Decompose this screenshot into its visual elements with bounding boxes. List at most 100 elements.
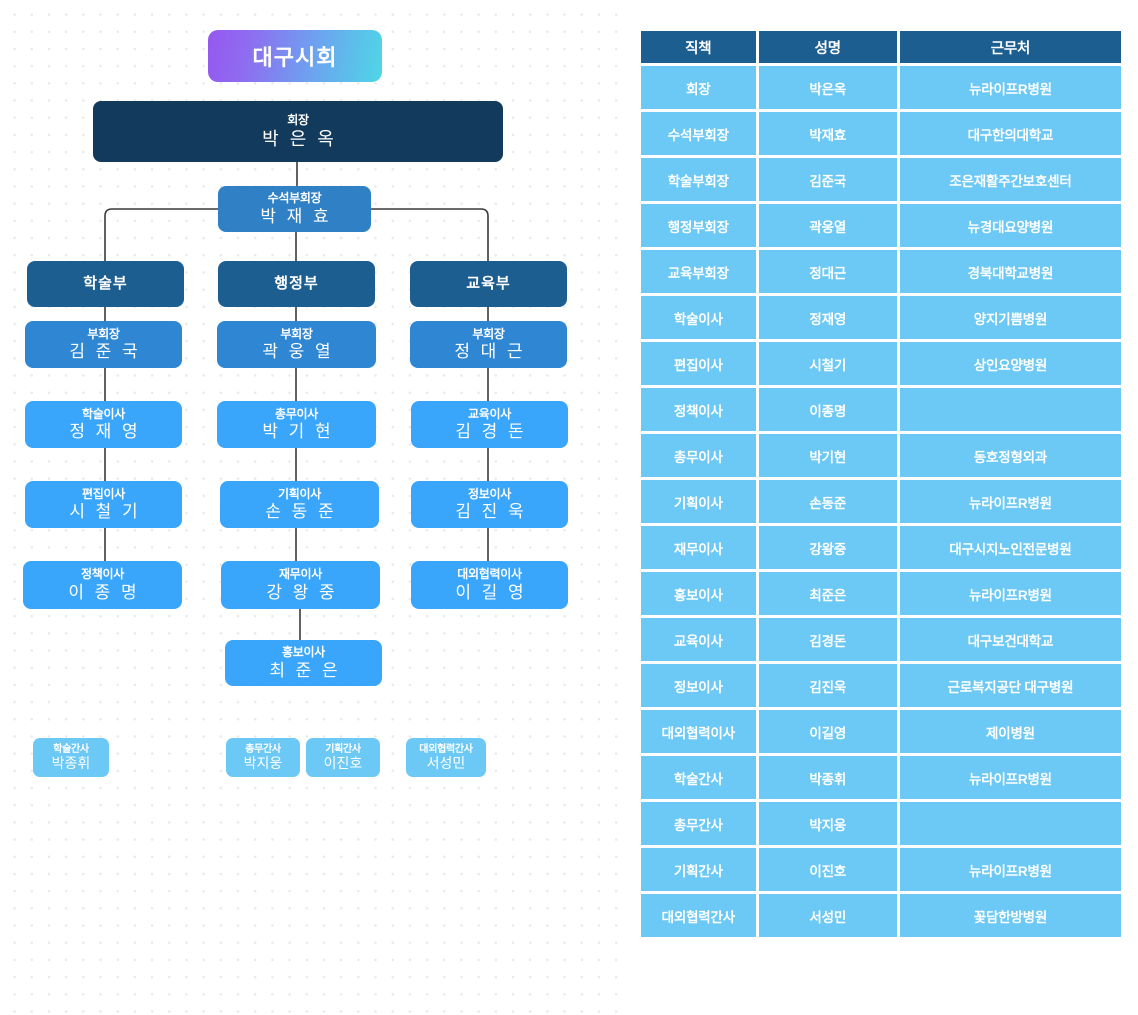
cell-name: 박종휘 bbox=[758, 756, 897, 799]
node-person: 박 재 효 bbox=[260, 206, 332, 226]
column-header-name: 성명 bbox=[758, 31, 897, 63]
node-person: 김 준 국 bbox=[69, 342, 141, 362]
node-president[interactable]: 회장 박 은 옥 bbox=[93, 101, 503, 162]
cell-name: 시철기 bbox=[758, 342, 897, 385]
node-department-education[interactable]: 교육부 bbox=[410, 261, 567, 307]
node-administration-director-3[interactable]: 재무이사 강 왕 중 bbox=[221, 561, 380, 609]
node-role: 학술간사 bbox=[53, 743, 89, 755]
cell-role: 교육이사 bbox=[641, 618, 756, 661]
cell-role: 수석부회장 bbox=[641, 112, 756, 155]
node-role: 부회장 bbox=[87, 326, 120, 341]
cell-name: 곽웅열 bbox=[758, 204, 897, 247]
node-role: 정책이사 bbox=[81, 567, 124, 582]
node-role: 총무이사 bbox=[275, 406, 318, 421]
node-role: 편집이사 bbox=[82, 486, 125, 501]
node-education-deputy[interactable]: 부회장 정 대 근 bbox=[410, 321, 567, 368]
cell-workplace: 뉴경대요양병원 bbox=[899, 204, 1121, 247]
node-person: 박종휘 bbox=[51, 754, 91, 771]
cell-workplace: 대구시지노인전문병원 bbox=[899, 526, 1121, 569]
cell-name: 김경돈 bbox=[758, 618, 897, 661]
cell-role: 총무간사 bbox=[641, 802, 756, 845]
cell-name: 박은옥 bbox=[758, 66, 897, 109]
cell-workplace: 동호정형외과 bbox=[899, 434, 1121, 477]
cell-workplace: 경북대학교병원 bbox=[899, 250, 1121, 293]
node-education-director-2[interactable]: 정보이사 김 진 욱 bbox=[411, 481, 568, 528]
node-role: 교육이사 bbox=[468, 406, 511, 421]
node-academic-director-2[interactable]: 편집이사 시 철 기 bbox=[25, 481, 182, 528]
node-senior-vice-president[interactable]: 수석부회장 박 재 효 bbox=[218, 186, 371, 232]
node-academic-deputy[interactable]: 부회장 김 준 국 bbox=[25, 321, 182, 368]
node-administration-director-1[interactable]: 총무이사 박 기 현 bbox=[217, 401, 376, 448]
node-role: 정보이사 bbox=[468, 486, 511, 501]
node-person: 서성민 bbox=[426, 754, 466, 771]
cell-workplace: 조은재활주간보호센터 bbox=[899, 158, 1121, 201]
node-academic-director-1[interactable]: 학술이사 정 재 영 bbox=[25, 401, 182, 448]
cell-role: 교육부회장 bbox=[641, 250, 756, 293]
node-education-director-1[interactable]: 교육이사 김 경 돈 bbox=[411, 401, 568, 448]
node-role: 회장 bbox=[287, 113, 309, 128]
cell-workplace: 뉴라이프R병원 bbox=[899, 66, 1121, 109]
cell-name: 박지웅 bbox=[758, 802, 897, 845]
node-person: 시 철 기 bbox=[69, 502, 141, 522]
cell-name: 손동준 bbox=[758, 480, 897, 523]
cell-role: 정책이사 bbox=[641, 388, 756, 431]
node-role: 기획이사 bbox=[278, 486, 321, 501]
cell-workplace: 양지기쁨병원 bbox=[899, 296, 1121, 339]
cell-workplace: 뉴라이프R병원 bbox=[899, 756, 1121, 799]
node-person: 박 기 현 bbox=[262, 422, 334, 442]
node-academic-director-3[interactable]: 정책이사 이 종 명 bbox=[23, 561, 182, 609]
cell-role: 대외협력간사 bbox=[641, 894, 756, 937]
department-label: 행정부 bbox=[274, 274, 319, 292]
cell-role: 대외협력이사 bbox=[641, 710, 756, 753]
node-secretary-planning[interactable]: 기획간사 이진호 bbox=[306, 738, 380, 777]
cell-name: 서성민 bbox=[758, 894, 897, 937]
node-administration-director-2[interactable]: 기획이사 손 동 준 bbox=[220, 481, 379, 528]
chart-title: 대구시회 bbox=[208, 30, 382, 82]
cell-role: 홍보이사 bbox=[641, 572, 756, 615]
column-header-role: 직책 bbox=[641, 31, 756, 63]
node-education-director-3[interactable]: 대외협력이사 이 길 영 bbox=[411, 561, 568, 609]
node-secretary-academic[interactable]: 학술간사 박종휘 bbox=[33, 738, 109, 777]
node-person: 김 진 욱 bbox=[455, 502, 527, 522]
node-person: 이진호 bbox=[323, 754, 363, 771]
cell-role: 기획간사 bbox=[641, 848, 756, 891]
node-role: 부회장 bbox=[280, 326, 313, 341]
cell-workplace: 대구보건대학교 bbox=[899, 618, 1121, 661]
cell-workplace: 꽃담한방병원 bbox=[899, 894, 1121, 937]
node-department-administration[interactable]: 행정부 bbox=[218, 261, 375, 307]
cell-name: 박기현 bbox=[758, 434, 897, 477]
node-department-academic[interactable]: 학술부 bbox=[27, 261, 184, 307]
node-role: 대외협력간사 bbox=[419, 743, 473, 755]
node-person: 강 왕 중 bbox=[266, 582, 338, 602]
node-role: 홍보이사 bbox=[282, 645, 325, 660]
cell-role: 학술부회장 bbox=[641, 158, 756, 201]
node-administration-deputy[interactable]: 부회장 곽 웅 열 bbox=[217, 321, 376, 368]
cell-name: 강왕중 bbox=[758, 526, 897, 569]
node-secretary-external-cooperation[interactable]: 대외협력간사 서성민 bbox=[406, 738, 486, 777]
node-role: 재무이사 bbox=[279, 567, 322, 582]
node-person: 이 종 명 bbox=[68, 582, 140, 602]
node-administration-director-4[interactable]: 홍보이사 최 준 은 bbox=[225, 640, 382, 686]
node-secretary-general-affairs[interactable]: 총무간사 박지웅 bbox=[226, 738, 300, 777]
cell-name: 이길영 bbox=[758, 710, 897, 753]
cell-role: 학술간사 bbox=[641, 756, 756, 799]
cell-name: 이진호 bbox=[758, 848, 897, 891]
cell-name: 박재효 bbox=[758, 112, 897, 155]
cell-role: 재무이사 bbox=[641, 526, 756, 569]
